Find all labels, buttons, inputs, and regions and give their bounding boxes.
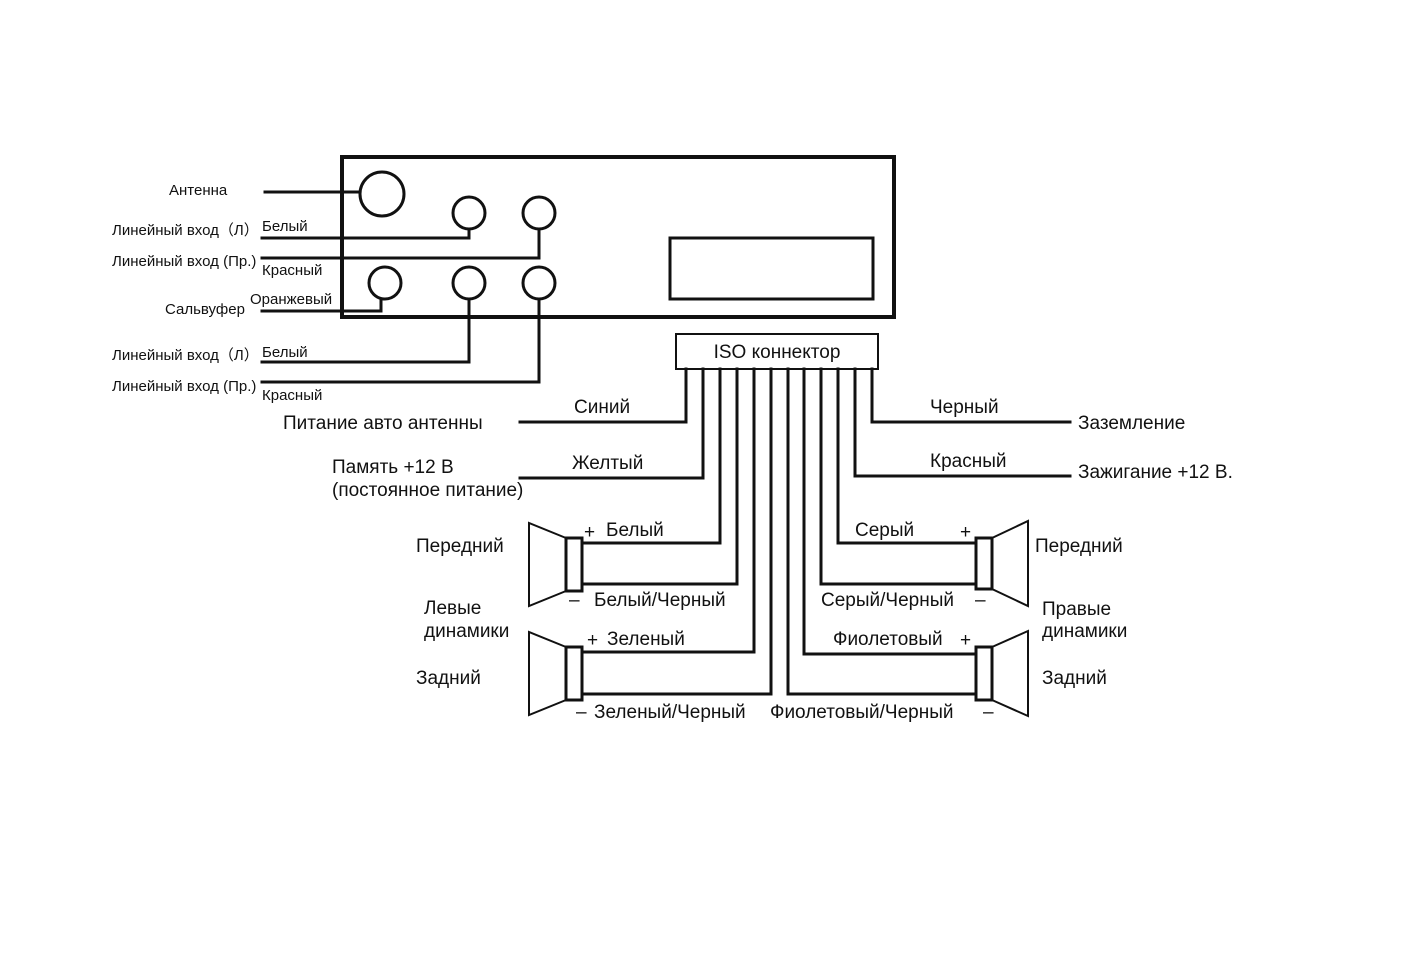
right-rear-plus-sign: + — [960, 630, 971, 651]
left-front-plus-sign: + — [584, 522, 595, 543]
line-in-bottom-left-jack — [451, 265, 487, 301]
right-group-line1: Правые — [1042, 599, 1111, 620]
right-rear-minus-sign: – — [983, 702, 994, 723]
antenna-power-label: Питание авто антенны — [283, 413, 483, 434]
ground-wire — [870, 367, 1072, 424]
right-rear-plus-color: Фиолетовый — [833, 629, 943, 650]
antenna-power-wire — [518, 367, 688, 424]
memory-label-line2: (постоянное питание) — [332, 480, 523, 501]
left-rear-plus-wire — [580, 367, 756, 654]
left-front-plus-wire — [580, 367, 722, 545]
line-in-top-left-color: Белый — [262, 218, 308, 235]
line-in-bottom-left-label: Линейный вход（Л） — [112, 347, 259, 364]
antenna-power-color: Синий — [574, 397, 630, 418]
right-front-plus-sign: + — [960, 522, 971, 543]
left-front-minus-color: Белый/Черный — [594, 590, 726, 611]
ground-color: Черный — [930, 397, 999, 418]
left-rear-minus-wire — [580, 367, 773, 696]
subwoofer-color: Оранжевый — [250, 291, 332, 308]
left-front-minus-sign: – — [569, 590, 580, 611]
antenna-label: Антенна — [169, 182, 228, 199]
line-in-top-left-jack — [451, 195, 487, 231]
left-rear-minus-color: Зеленый/Черный — [594, 702, 746, 723]
memory-color: Желтый — [572, 453, 643, 474]
line-in-top-left-label: Линейный вход（Л） — [112, 222, 259, 239]
left-rear-plus-color: Зеленый — [607, 629, 685, 650]
left-group-line2: динамики — [424, 621, 509, 642]
ignition-color: Красный — [930, 451, 1006, 472]
line-in-bottom-right-jack — [521, 265, 557, 301]
right-front-speaker-icon — [974, 519, 1029, 608]
line-in-bottom-right-wire — [260, 283, 541, 384]
ignition-label: Зажигание +12 В. — [1078, 462, 1233, 483]
memory-label-line1: Память +12 В — [332, 457, 454, 478]
right-front-label: Передний — [1035, 536, 1123, 557]
right-rear-speaker-icon — [974, 629, 1029, 718]
right-front-plus-wire — [836, 367, 978, 545]
memory-wire — [518, 367, 705, 480]
left-rear-speaker-icon — [528, 630, 584, 717]
iso-connector-title: ISO коннектор — [714, 342, 841, 363]
right-group-line2: динамики — [1042, 621, 1127, 642]
line-in-bottom-left-color: Белый — [262, 344, 308, 361]
right-rear-minus-color: Фиолетовый/Черный — [770, 702, 954, 723]
left-group-line1: Левые — [424, 598, 481, 619]
right-front-minus-wire — [819, 367, 978, 586]
ignition-wire — [853, 367, 1072, 478]
head-unit-display — [668, 236, 875, 301]
left-front-label: Передний — [416, 536, 504, 557]
line-in-bottom-right-label: Линейный вход (Пр.) — [112, 378, 256, 395]
left-front-minus-wire — [580, 367, 739, 586]
line-in-top-right-label: Линейный вход (Пр.) — [112, 253, 256, 270]
right-front-minus-sign: – — [975, 590, 986, 611]
left-rear-plus-sign: + — [587, 630, 598, 651]
line-in-bottom-left-wire — [260, 283, 471, 364]
right-front-plus-color: Серый — [855, 520, 914, 541]
left-front-speaker-icon — [528, 521, 584, 608]
subwoofer-jack — [367, 265, 403, 301]
line-in-bottom-right-color: Красный — [262, 387, 322, 404]
iso-connector-box — [675, 333, 879, 370]
right-rear-label: Задний — [1042, 668, 1107, 689]
right-rear-minus-wire — [786, 367, 978, 696]
left-rear-label: Задний — [416, 668, 481, 689]
subwoofer-label: Сальвуфер — [165, 301, 245, 318]
right-rear-plus-wire — [802, 367, 978, 656]
line-in-top-right-color: Красный — [262, 262, 322, 279]
line-in-top-right-jack — [521, 195, 557, 231]
left-front-plus-color: Белый — [606, 520, 664, 541]
antenna-jack — [358, 170, 406, 218]
left-rear-minus-sign: – — [576, 702, 587, 723]
ground-label: Заземление — [1078, 413, 1185, 434]
right-front-minus-color: Серый/Черный — [821, 590, 954, 611]
